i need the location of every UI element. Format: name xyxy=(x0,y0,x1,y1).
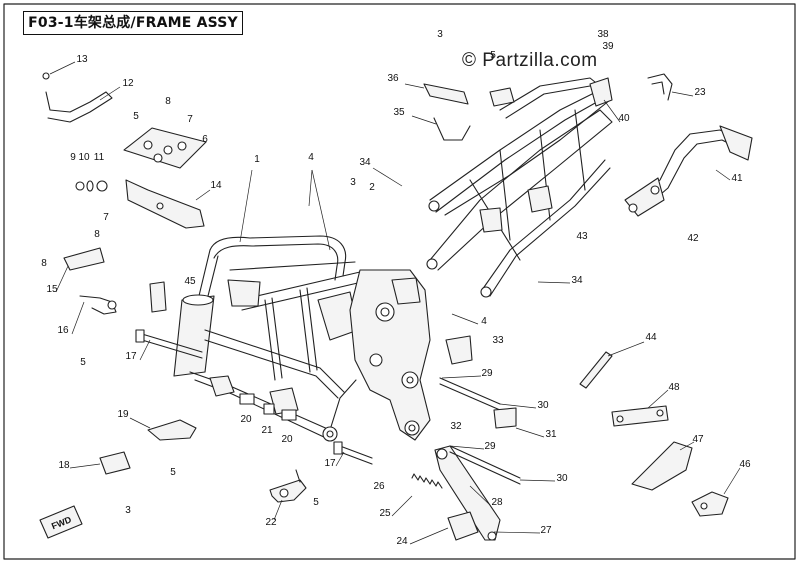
callout-34: 34 xyxy=(571,275,583,286)
callout-3: 3 xyxy=(125,505,131,516)
sheet-border xyxy=(3,3,796,560)
diagram-title: F03-1车架总成/FRAME ASSY xyxy=(28,15,238,31)
callout-25: 25 xyxy=(379,508,391,519)
callout-28: 28 xyxy=(491,497,503,508)
callout-1: 1 xyxy=(254,154,260,165)
callout-30: 30 xyxy=(537,400,549,411)
callout-29: 29 xyxy=(481,368,493,379)
callout-44: 44 xyxy=(645,332,657,343)
callout-10: 10 xyxy=(78,152,90,163)
callout-31: 31 xyxy=(545,429,557,440)
title-box: F03-1车架总成/FRAME ASSY xyxy=(23,11,243,35)
callout-17: 17 xyxy=(125,351,137,362)
callout-22: 22 xyxy=(265,517,277,528)
callout-35: 35 xyxy=(393,107,405,118)
callout-15: 15 xyxy=(46,284,58,295)
grab-rail xyxy=(624,125,753,217)
rear-subframe xyxy=(426,77,613,298)
callout-46: 46 xyxy=(739,459,751,470)
callout-8: 8 xyxy=(41,258,47,269)
callout-4: 4 xyxy=(481,316,487,327)
callout-43: 43 xyxy=(576,231,588,242)
callout-23: 23 xyxy=(694,87,706,98)
callout-14: 14 xyxy=(210,180,222,191)
callout-2: 2 xyxy=(369,182,375,193)
callout-3: 3 xyxy=(437,29,443,40)
callout-5: 5 xyxy=(490,50,496,61)
callout-20: 20 xyxy=(281,434,293,445)
upper-left-parts xyxy=(42,72,207,359)
callout-16: 16 xyxy=(57,325,69,336)
pivot-plate xyxy=(349,269,431,441)
callout-4: 4 xyxy=(308,152,314,163)
callout-36: 36 xyxy=(387,73,399,84)
callout-17: 17 xyxy=(324,458,336,469)
callout-19: 19 xyxy=(117,409,129,420)
callout-7: 7 xyxy=(187,114,193,125)
side-stand xyxy=(411,335,521,541)
callout-40: 40 xyxy=(618,113,630,124)
callout-3: 3 xyxy=(350,177,356,188)
callout-5: 5 xyxy=(133,111,139,122)
right-side-parts xyxy=(423,73,729,517)
callout-5: 5 xyxy=(313,497,319,508)
callout-26: 26 xyxy=(373,481,385,492)
callout-5: 5 xyxy=(80,357,86,368)
callout-29: 29 xyxy=(484,441,496,452)
callout-30: 30 xyxy=(556,473,568,484)
callout-42: 42 xyxy=(687,233,699,244)
callout-5: 5 xyxy=(170,467,176,478)
callout-20: 20 xyxy=(240,414,252,425)
callout-45: 45 xyxy=(184,276,196,287)
callout-39: 39 xyxy=(602,41,614,52)
callout-33: 33 xyxy=(492,335,504,346)
callout-27: 27 xyxy=(540,525,552,536)
callout-13: 13 xyxy=(76,54,88,65)
callout-8: 8 xyxy=(165,96,171,107)
callout-47: 47 xyxy=(692,434,704,445)
callout-9: 9 xyxy=(70,152,76,163)
callout-7: 7 xyxy=(103,212,109,223)
watermark: © Partzilla.com xyxy=(462,50,598,71)
callout-12: 12 xyxy=(122,78,134,89)
callout-8: 8 xyxy=(94,229,100,240)
callout-21: 21 xyxy=(261,425,273,436)
callout-11: 11 xyxy=(94,152,105,163)
callout-34: 34 xyxy=(359,157,371,168)
callout-18: 18 xyxy=(58,460,70,471)
callout-32: 32 xyxy=(450,421,462,432)
callout-41: 41 xyxy=(731,173,743,184)
callout-48: 48 xyxy=(668,382,680,393)
callout-38: 38 xyxy=(597,29,609,40)
callout-6: 6 xyxy=(202,134,208,145)
callout-24: 24 xyxy=(396,536,408,547)
lower-left-parts xyxy=(39,393,373,539)
